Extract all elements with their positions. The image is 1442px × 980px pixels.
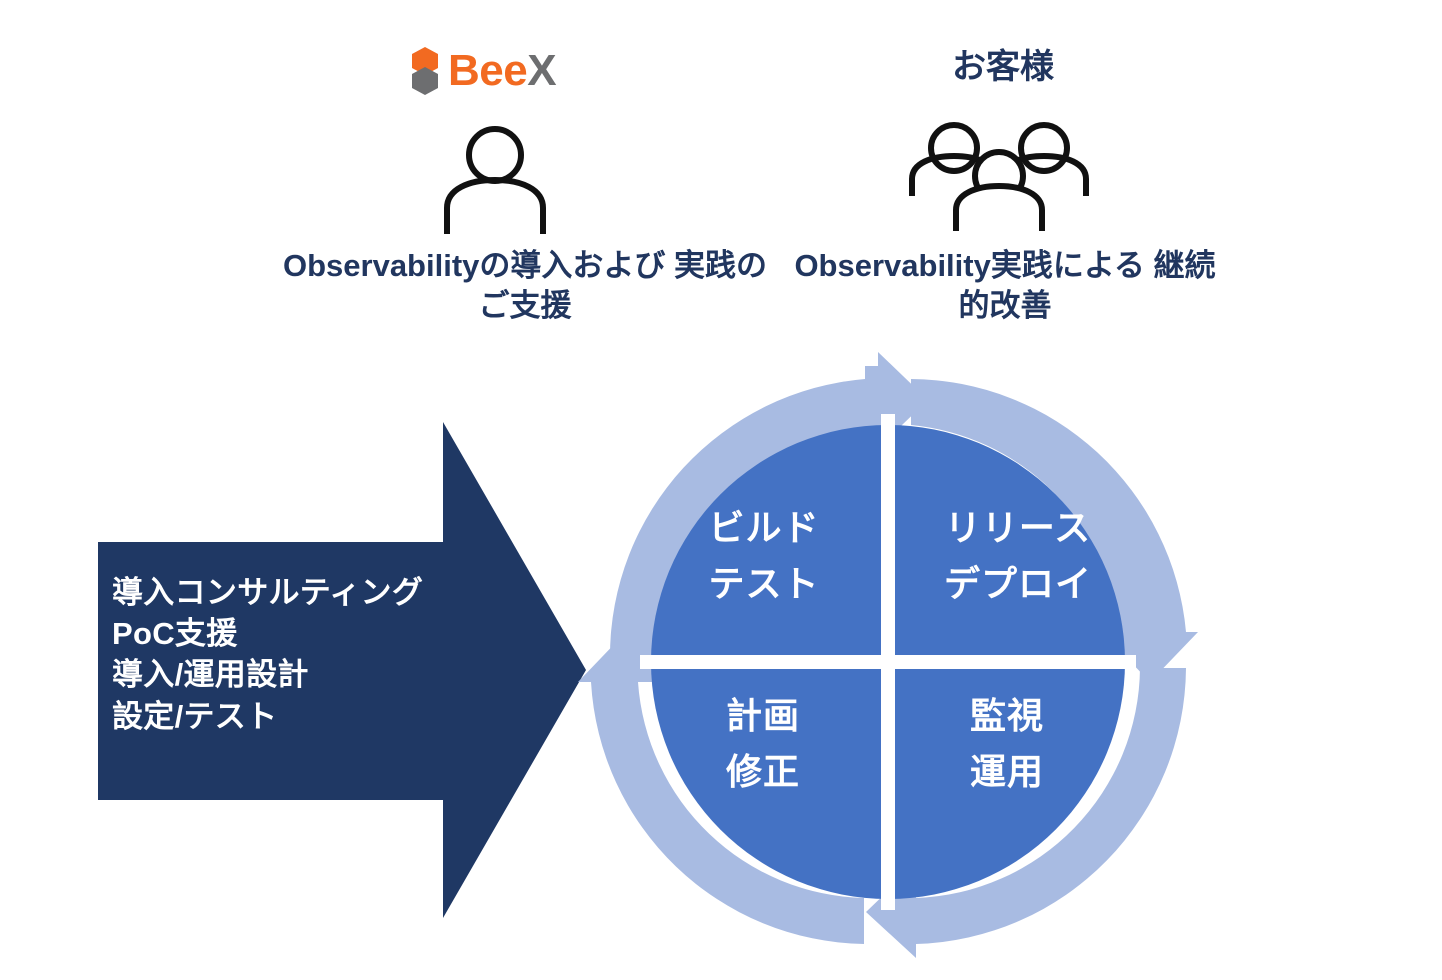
- beex-wordmark-bee: Bee: [448, 46, 528, 95]
- customer-improvement-caption: Observability実践による 継続的改善: [794, 248, 1216, 323]
- beex-support-caption: Observabilityの導入および 実践のご支援: [282, 248, 768, 323]
- cycle-quadrant-dividers: [640, 414, 1136, 910]
- horizontal-divider: [640, 655, 1136, 669]
- beex-hexagon-mark-icon: [412, 47, 438, 95]
- quadrant-label-plan-fix: 計画 修正: [725, 695, 800, 792]
- single-person-icon: [432, 122, 558, 234]
- quadrant-label-build-test: ビルド テスト: [708, 507, 820, 604]
- beex-wordmark: BeeX: [448, 46, 557, 95]
- left-arrow-icon: [578, 634, 864, 944]
- beex-logo: BeeX: [412, 42, 582, 100]
- right-arrow-icon: [911, 379, 1198, 682]
- beex-wordmark-x: X: [527, 46, 557, 95]
- consulting-arrow-shape: [98, 422, 586, 918]
- three-people-group-icon: [902, 118, 1096, 236]
- devops-cycle-diagram: [578, 352, 1198, 972]
- customer-heading: お客様: [952, 48, 1054, 86]
- quadrant-label-release-deploy: リリース デプロイ: [943, 507, 1092, 604]
- bottom-arrow-icon: [866, 668, 1186, 958]
- consulting-arrow-text: 導入コンサルティング PoC支援 導入/運用設計 設定/テスト: [112, 575, 424, 734]
- consulting-arrow: [88, 410, 598, 930]
- quadrant-label-monitor-operate: 監視 運用: [969, 695, 1044, 792]
